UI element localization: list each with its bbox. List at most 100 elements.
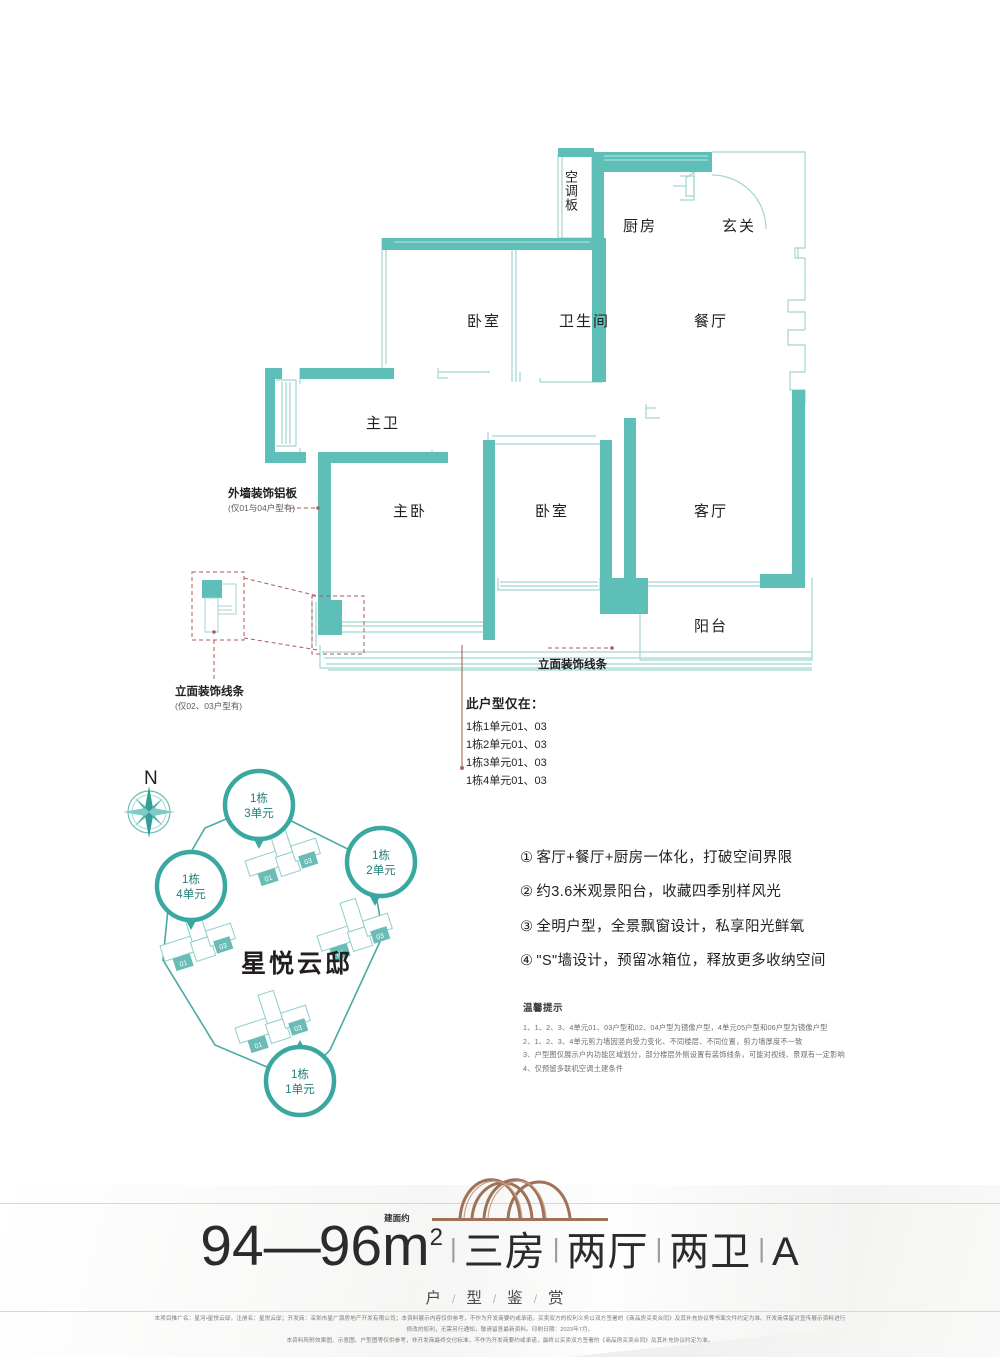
- svg-text:03: 03: [376, 932, 386, 941]
- tip-item: 4、仅预留多联机空调土建条件: [523, 1064, 624, 1074]
- subtitle-slash: /: [533, 1292, 549, 1306]
- wall-detail-callout: [191, 571, 365, 682]
- area-to: 96: [318, 1214, 383, 1278]
- room-label-kitchen: 厨房: [623, 218, 658, 235]
- room-label-bathroom: 卫生间: [559, 313, 611, 330]
- annotation-subtitle: (仅02、03户型有): [175, 700, 243, 711]
- feature-text: 全明户型，全景飘窗设计，私享阳光鲜氧: [536, 918, 805, 935]
- floor-plan-svg: [191, 148, 813, 770]
- structural-walls: [265, 148, 805, 640]
- unit-availability-note: 此户型仅在： 1栋1单元01、03 1栋2单元01、03 1栋3单元01、03 …: [466, 694, 547, 790]
- unit-note-line: 1栋1单元01、03: [466, 720, 547, 733]
- windows: [394, 155, 708, 243]
- unit-note-heading: 此户型仅在：: [466, 697, 545, 711]
- svg-text:01: 01: [179, 960, 189, 969]
- unit-note-line: 1栋3单元01、03: [466, 756, 547, 769]
- area-unit: m: [382, 1214, 430, 1278]
- subtitle-char: 赏: [548, 1290, 575, 1307]
- room-label-ac-panel: 空调板: [563, 170, 578, 212]
- area-superscript-num: 2: [429, 1224, 443, 1251]
- subtitle-char: 型: [466, 1290, 493, 1307]
- room-label-master-bedroom: 主卧: [393, 503, 428, 520]
- room-label-dining-room: 餐厅: [694, 313, 729, 330]
- room-label-bedroom-3: 卧室: [535, 503, 570, 520]
- compass-rose-icon: [123, 786, 175, 838]
- map-pin-bldg1-unit2[interactable]: 1栋 2单元: [344, 825, 418, 906]
- annotation-exterior-aluminum-panel: 外墙装饰铝板 (仅01与04户型有): [228, 487, 297, 514]
- room-label-living-room: 客厅: [694, 503, 729, 520]
- bronze-arch-ornament: [432, 1178, 608, 1221]
- room-label-bedroom-2: 卧室: [467, 313, 502, 330]
- spec-rooms: 三房: [463, 1230, 546, 1274]
- svg-text:03: 03: [219, 942, 229, 951]
- facade-line-leader-right: [548, 646, 614, 650]
- estate-boundary: [162, 804, 384, 1082]
- footer-line: 本项目推广名：星河•星悦云邸，注册名：星悦云邸；开发商：深圳市星广源房地产开发有…: [154, 1316, 846, 1322]
- room-label-master-bath: 主卫: [366, 415, 401, 432]
- pin-line-1: 1栋: [372, 848, 390, 862]
- area-dash: —: [263, 1214, 321, 1278]
- estate-name: 星悦云邸: [241, 950, 354, 978]
- svg-text:01: 01: [336, 950, 346, 959]
- map-pin-bldg1-unit1[interactable]: 1栋 1单元: [263, 1040, 337, 1118]
- feature-item: ④"S"墙设计，预留冰箱位，释放更多收纳空间: [520, 953, 920, 970]
- annotation-title: 立面装饰线条: [538, 659, 607, 671]
- title-separator: |: [449, 1233, 457, 1263]
- bottom-band: [0, 1185, 1000, 1357]
- footer-line: 本资料所附效果图、示意图、户型图等仅供参考，非开发商最终交付标准，不作为开发商要…: [286, 1337, 714, 1344]
- feature-number: ②: [520, 884, 534, 901]
- title-separator: |: [655, 1233, 663, 1263]
- divider-top: [0, 1203, 1000, 1204]
- tip-item: 3、户型图仅展示户内功能区域划分，部分楼层外侧设置有装饰线条，可能对视线、景观有…: [523, 1050, 845, 1060]
- unit-note-leader: [460, 645, 464, 770]
- title-separator: |: [552, 1233, 560, 1263]
- annotation-subtitle: (仅01与04户型有): [228, 502, 296, 513]
- map-pin-bldg1-unit4[interactable]: 1栋 4单元: [154, 849, 228, 930]
- subtitle-slash: /: [451, 1292, 467, 1306]
- divider-bottom: [0, 1311, 1000, 1312]
- tip-item: 1、1、2、3、4单元01、03户型和02、04户型为镜像户型，4单元05户型和…: [523, 1023, 828, 1032]
- unit-note-line: 1栋2单元01、03: [466, 738, 547, 751]
- pin-line-2: 2单元: [366, 864, 396, 877]
- room-label-balcony: 阳台: [694, 618, 729, 635]
- feature-text: "S"墙设计，预留冰箱位，释放更多收纳空间: [536, 953, 826, 970]
- annotation-title: 立面装饰线条: [175, 686, 244, 698]
- tip-item: 2、1、2、3、4单元剪力墙因竖向受力变化、不同楼层、不同位置，剪力墙厚度不一致: [523, 1036, 803, 1046]
- area-superscript-cn: 建面约: [384, 1213, 410, 1223]
- title-separator: |: [758, 1233, 766, 1263]
- spec-type: A: [772, 1230, 800, 1274]
- pin-line-1: 1栋: [291, 1067, 309, 1081]
- svg-text:01: 01: [264, 875, 274, 884]
- page-subtitle: 户/型/鉴/赏: [0, 1286, 1000, 1308]
- feature-text: 约3.6米观景阳台，收藏四季别样风光: [536, 884, 782, 901]
- annotation-facade-line-right: 立面装饰线条: [538, 658, 607, 674]
- pin-line-2: 4单元: [176, 888, 206, 901]
- svg-text:03: 03: [294, 1024, 304, 1033]
- footer-disclaimer: 本项目推广名：星河•星悦云邸，注册名：星悦云邸；开发商：深圳市星广源房地产开发有…: [0, 1314, 1000, 1347]
- room-label-entry-hall: 玄关: [722, 218, 757, 235]
- subtitle-char: 鉴: [507, 1290, 534, 1307]
- feature-number: ③: [520, 918, 534, 935]
- footer-line: 修改的权利，无需另行通知，敬请留意最新资料。印刷日期：2023年7月。: [406, 1326, 594, 1333]
- subtitle-slash: /: [492, 1292, 508, 1306]
- spec-baths: 两卫: [669, 1230, 752, 1274]
- feature-number: ④: [520, 953, 534, 970]
- tower-blocks: 01 03 01 03: [159, 822, 393, 1054]
- subtitle-char: 户: [425, 1290, 452, 1307]
- tips-title: 温馨提示: [523, 1003, 564, 1014]
- aluminum-panel-leader: [290, 506, 320, 510]
- area-from: 94: [200, 1214, 264, 1278]
- annotation-title: 外墙装饰铝板: [228, 488, 297, 500]
- floor-plan: 空调板 厨房 玄关 卧室 卫生间 餐厅 主卫 主卧 卧室 客厅 阳台 外墙装饰铝…: [175, 148, 813, 790]
- spec-halls: 两厅: [566, 1230, 649, 1274]
- svg-text:01: 01: [254, 1042, 264, 1051]
- map-pins[interactable]: 1栋 3单元 1栋 2单元 1栋 4单元: [154, 768, 418, 1118]
- pin-line-1: 1栋: [250, 791, 268, 805]
